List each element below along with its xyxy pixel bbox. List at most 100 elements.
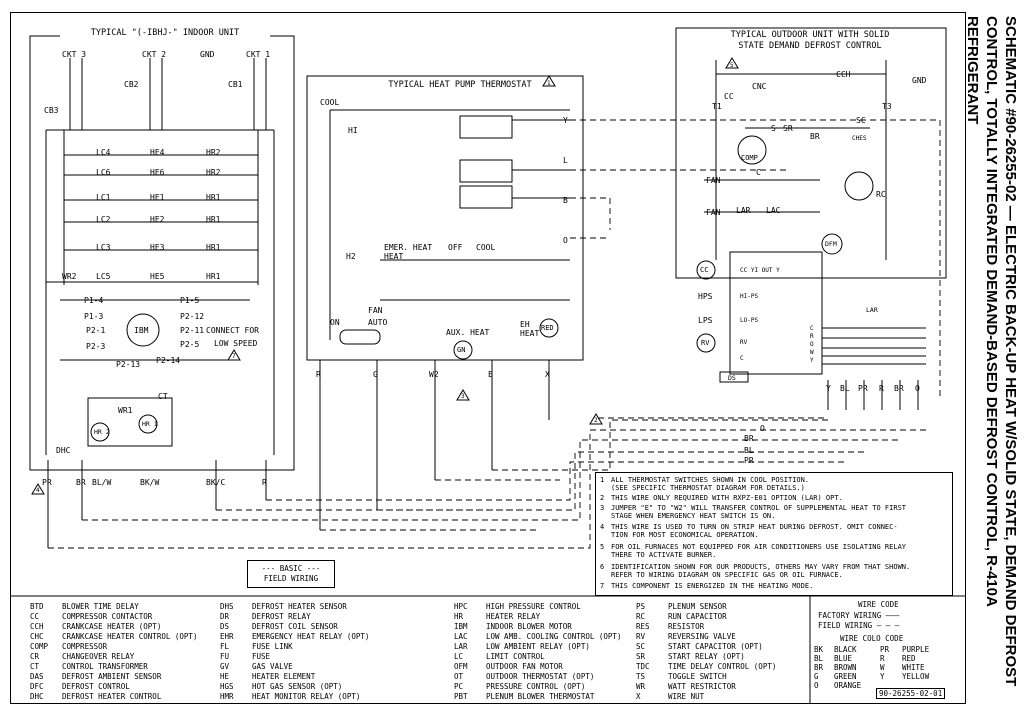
term-b: B <box>563 196 568 205</box>
cool-label: COOL <box>320 98 340 107</box>
ctrl-label-cc: CC YI OUT Y <box>740 267 780 274</box>
wire-color-c1: O <box>814 681 819 690</box>
tstat-term-w2: W2 <box>429 370 439 379</box>
he6-label: HE6 <box>150 168 165 177</box>
note-5b: THERE TO ACTIVATE BURNER. <box>611 551 717 559</box>
ckt2-label: CKT 2 <box>142 50 167 59</box>
h2-label: H2 <box>346 252 356 261</box>
lc3-label: LC3 <box>96 243 111 252</box>
ctrl-label-rv: RV <box>740 339 748 346</box>
lac-label: LAC <box>766 206 781 215</box>
wire-color-n1: BROWN <box>834 663 857 672</box>
cb2-label: CB2 <box>124 80 139 89</box>
connect-for-label: CONNECT FOR <box>206 326 259 335</box>
indoor-gnd-label: GND <box>200 50 215 59</box>
he5-label: HE5 <box>150 272 165 281</box>
note4-marker: 4 <box>36 487 40 494</box>
cc-contact-label: CC <box>700 266 709 274</box>
part-number: 90-26255-02-01 <box>876 688 946 699</box>
ctrl-label-hips: HI-PS <box>740 293 759 300</box>
out-term-y: Y <box>826 384 831 393</box>
wire-color-n2: WHITE <box>902 663 925 672</box>
tstat-term-e: E <box>488 370 493 379</box>
hr1-coil-label: HR 1 <box>142 420 158 428</box>
outdoor-gnd-label: GND <box>912 76 927 85</box>
indoor-unit-title: TYPICAL "(-IBHJ-" INDOOR UNIT <box>60 28 270 38</box>
fan-label: FAN <box>368 306 383 315</box>
ds-sensor-label: DS <box>728 374 736 382</box>
plug-p2-1: P2-1 <box>86 326 106 335</box>
plug-p2-5: P2-5 <box>180 340 200 349</box>
schematic-title: SCHEMATIC #90-26255-02 — ELECTRIC BACK-U… <box>964 16 1019 687</box>
bus-wire-pr: PR <box>744 456 754 465</box>
s-label: S <box>771 124 776 133</box>
term-l: L <box>563 156 568 165</box>
lc5-label: LC5 <box>96 272 111 281</box>
drawing-frame <box>10 12 966 704</box>
bus-wire-o: O <box>760 424 765 433</box>
term-bk-w: BK/W <box>140 478 160 487</box>
tstat-term-r: R <box>316 370 321 379</box>
bus-wire-br: BR <box>744 434 754 443</box>
plug-p1-4: P1-4 <box>84 296 104 305</box>
eh-heat-label: EH HEAT <box>520 320 540 338</box>
he4-label: HE4 <box>150 148 165 157</box>
sc-label: SC <box>856 116 866 125</box>
pin-y: Y <box>810 357 814 364</box>
fan-on-label: ON <box>330 318 340 327</box>
wr1-label: WR1 <box>118 406 133 415</box>
hr1b-label: HR1 <box>206 215 221 224</box>
basic-field-wiring-box: --- BASIC --- FIELD WIRING <box>247 560 335 588</box>
ckt3-label: CKT 3 <box>62 50 87 59</box>
outdoor-title-2: STATE DEMAND DEFROST CONTROL <box>738 41 882 51</box>
thermostat-note1: 1 <box>547 80 551 87</box>
dhc-label: DHC <box>56 446 71 455</box>
hr2-coil-label: HR 2 <box>94 428 110 436</box>
plug-p2-13: P2-13 <box>116 360 141 369</box>
rv-label: RV <box>701 339 710 347</box>
hr2b-label: HR2 <box>206 168 221 177</box>
ckt1-label: CKT 1 <box>246 50 271 59</box>
out-term-bl: BL <box>840 384 850 393</box>
field-wiring-key: FIELD WIRING — — — <box>818 621 900 630</box>
side-title-block: SCHEMATIC #90-26255-02 — ELECTRIC BACK-U… <box>964 12 1024 704</box>
br-label: BR <box>810 132 820 141</box>
wire-color-c1: BL <box>814 654 824 663</box>
wire-color-c1: BR <box>814 663 824 672</box>
note5-marker: 5 <box>730 62 734 69</box>
pin-r: R <box>810 333 814 340</box>
ct-label: CT <box>158 392 168 401</box>
out-term-br: BR <box>894 384 904 393</box>
out-term-o: O <box>915 384 920 393</box>
wire-color-n1: GREEN <box>834 672 857 681</box>
he2-label: HE2 <box>150 215 165 224</box>
pin-o: O <box>810 341 814 348</box>
aux-heat-label: AUX. HEAT <box>446 328 490 337</box>
cc-label: CC <box>724 92 734 101</box>
hi-label: HI <box>348 126 358 135</box>
plug-p2-14: P2-14 <box>156 356 181 365</box>
note-6b: REFER TO WIRING DIAGRAM ON SPECIFIC GAS … <box>611 571 843 579</box>
out-term-r: R <box>879 384 884 393</box>
